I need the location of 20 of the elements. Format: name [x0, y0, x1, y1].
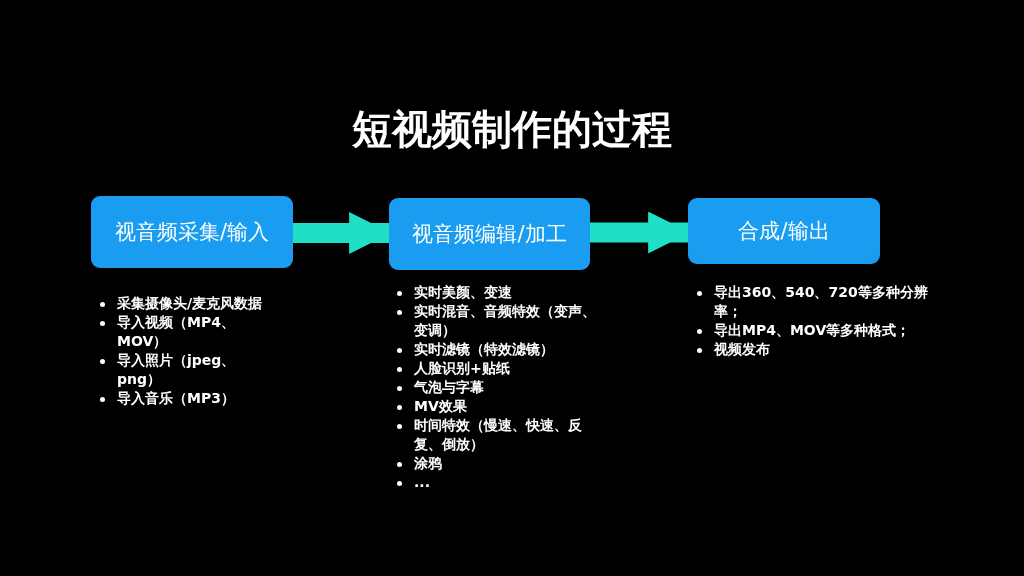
- bullet-text: MV效果: [414, 398, 467, 414]
- bullet-text: 导入照片（jpeg、png）: [117, 352, 236, 387]
- bullet-text: 气泡与字幕: [414, 379, 484, 395]
- bullet-text: 采集摄像头/麦克风数据: [117, 295, 263, 311]
- bullet-text: 导出MP4、MOV等多种格式；: [714, 322, 911, 338]
- process-box: 合成/输出: [688, 198, 880, 264]
- bullet-text: 人脸识别+贴纸: [414, 360, 510, 376]
- bullet-text: 视频发布: [714, 341, 770, 357]
- process-box: 视音频采集/输入: [91, 196, 293, 268]
- bullet-text: 导出360、540、720等多种分辨率；: [714, 284, 928, 319]
- bullet-text: 实时滤镜（特效滤镜）: [414, 341, 554, 357]
- bullet-text: 导入视频（MP4、MOV）: [117, 314, 235, 349]
- bullet-text: 时间特效（慢速、快速、反复、倒放）: [414, 417, 582, 452]
- slide-title: 短视频制作的过程: [351, 105, 673, 154]
- bullet-text: 实时美颜、变速: [414, 284, 512, 300]
- process-box: 视音频编辑/加工: [389, 198, 590, 270]
- bullet-text: ...: [414, 474, 430, 490]
- bullet-text: 实时混音、音频特效（变声、变调）: [414, 303, 596, 338]
- bullet-text: 导入音乐（MP3）: [117, 390, 235, 406]
- bullet-text: 涂鸦: [414, 455, 442, 471]
